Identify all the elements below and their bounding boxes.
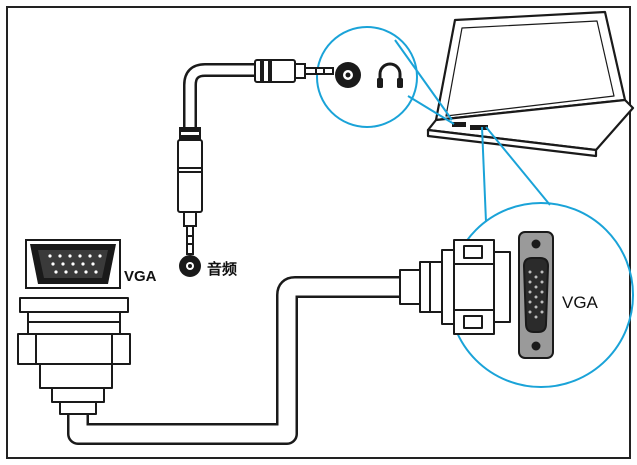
audio-cable: [177, 59, 334, 277]
audio-label: 音频: [207, 260, 237, 278]
vga-left-label: VGA: [124, 268, 157, 285]
headphone-icon: [377, 62, 403, 88]
audio-plug-lower: [177, 127, 203, 255]
vga-port-right: [518, 231, 554, 359]
vga-port-left: [25, 239, 121, 289]
audio-jack-port: [335, 62, 361, 88]
vga-right-label: VGA: [562, 293, 599, 312]
audio-plug-right: [254, 59, 334, 83]
vga-cable: [67, 276, 405, 445]
vga-plug-left: [17, 297, 131, 415]
laptop: [426, 10, 635, 158]
vga-plug-right: [399, 239, 511, 335]
audio-input-socket: [179, 255, 201, 277]
callout-audio-port: [316, 26, 455, 128]
